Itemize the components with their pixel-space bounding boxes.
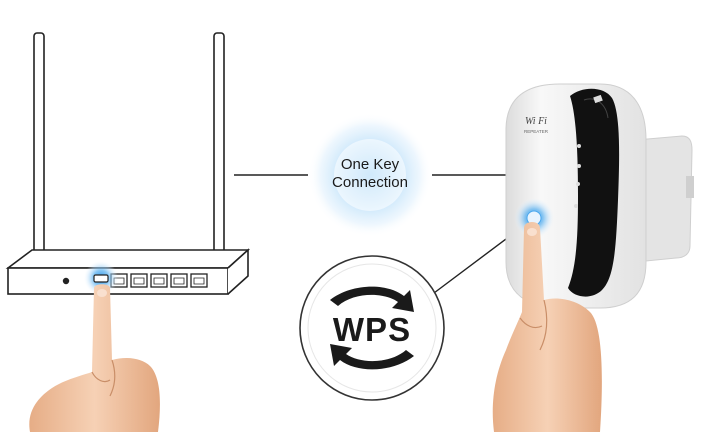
sync-arrows-icon <box>330 286 414 370</box>
pointing-hand-icon <box>29 284 160 432</box>
wps-badge-label: WPS <box>333 311 411 348</box>
repeater-front-panel <box>568 88 620 297</box>
router-wps-button[interactable] <box>93 274 109 283</box>
wps-pointer-line <box>429 229 519 297</box>
repeater-logo: Wi Fi <box>525 116 547 127</box>
router-lan-ports <box>110 273 208 288</box>
pointing-hand-icon-right <box>492 222 602 432</box>
repeater-subtext: REPEATER <box>524 129 549 134</box>
connection-badge-line2: Connection <box>332 174 408 191</box>
router-icon <box>5 32 251 295</box>
repeater-status-leds <box>574 94 603 208</box>
router-body <box>5 249 251 269</box>
connection-badge: One Key Connection <box>308 113 432 237</box>
router-power-led <box>62 277 70 285</box>
wps-badge: WPS <box>299 255 445 401</box>
connection-badge-line1: One Key <box>341 156 400 173</box>
